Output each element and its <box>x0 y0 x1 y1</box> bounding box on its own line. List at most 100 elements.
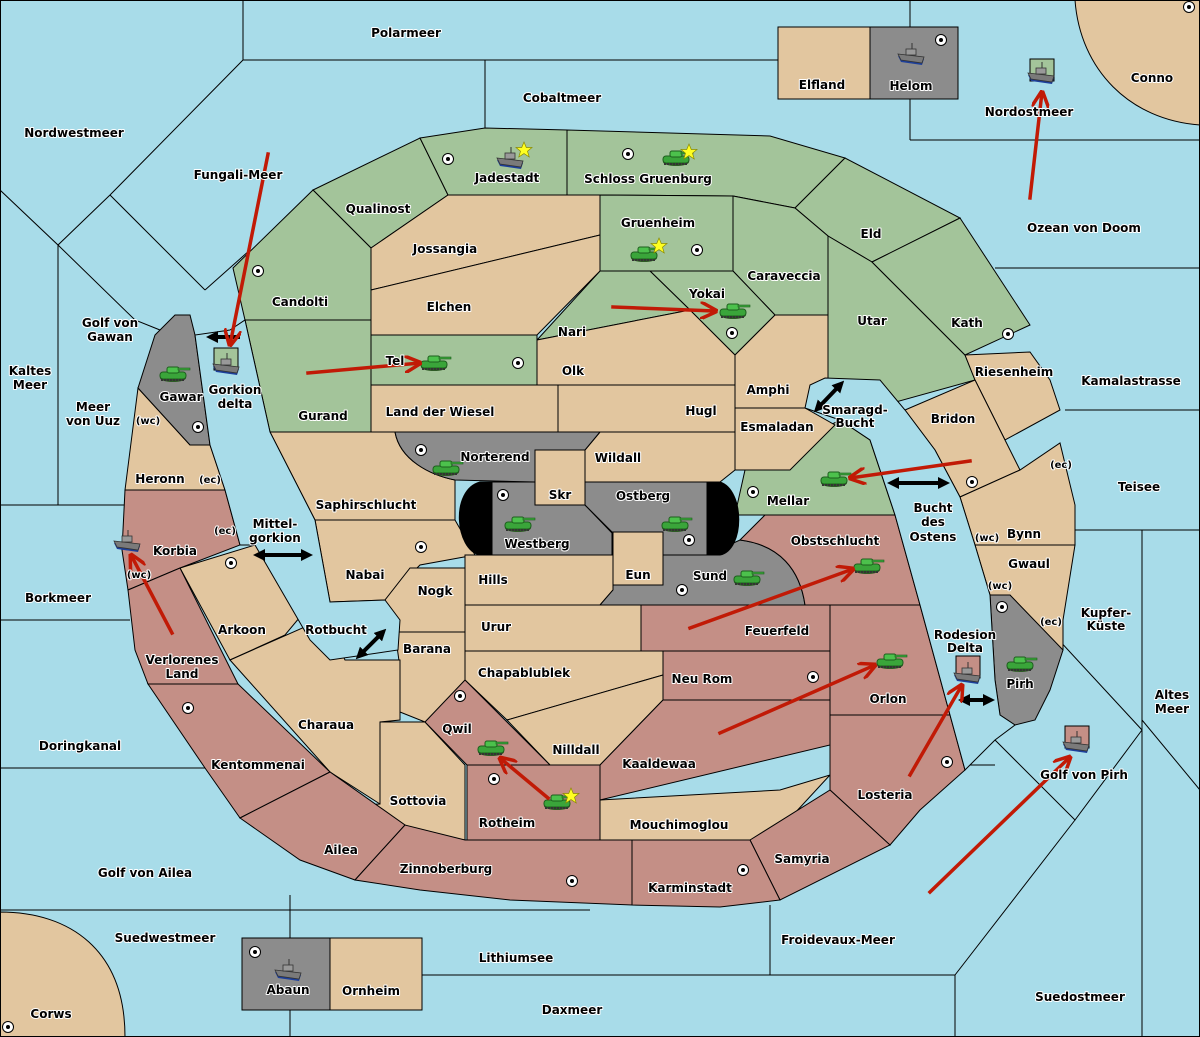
province-label: Charaua <box>298 718 354 732</box>
supply-center-icon <box>415 541 427 553</box>
sea-label: Cobaltmeer <box>523 91 601 105</box>
sea-label: Meer <box>76 400 110 414</box>
sea-label: Küste <box>1087 619 1126 633</box>
sea-label: Meer <box>13 378 47 392</box>
province-label: Bridon <box>931 412 976 426</box>
sea-label: Rotbucht <box>305 623 367 637</box>
province-gruenheim[interactable] <box>599 194 734 272</box>
order-arrow <box>687 569 853 631</box>
order-arrow <box>717 665 875 736</box>
sea-label: Bucht <box>913 501 952 515</box>
supply-center-icon <box>497 489 509 501</box>
sea-gorkion-channel[interactable] <box>194 319 401 661</box>
province-label: Wildall <box>595 451 641 465</box>
province-label: Bynn <box>1007 527 1041 541</box>
sea-label: Bucht <box>835 416 874 430</box>
sea-label: Teisee <box>1118 480 1160 494</box>
province-label: Skr <box>549 488 572 502</box>
order-arrow <box>306 363 420 375</box>
sea-labels: Polarmeer Cobaltmeer Nordwestmeer Fungal… <box>8 25 1190 1018</box>
province-label: Corws <box>30 1007 71 1021</box>
sea-label: Delta <box>947 641 983 655</box>
province-karminstadt[interactable] <box>631 839 781 908</box>
province-label: Riesenheim <box>975 365 1054 379</box>
sea-label: Smaragd- <box>822 403 887 417</box>
sea-label: Altes <box>1155 688 1189 702</box>
sea-label: des <box>921 515 945 529</box>
sea-label: gorkion <box>249 531 301 545</box>
supply-center-icon <box>454 690 466 702</box>
province-label: Utar <box>857 314 887 328</box>
land-labels: Elfland Helom Conno Jadestadt Schloss Gr… <box>29 70 1174 1022</box>
order-arrow <box>927 757 1070 895</box>
supply-center-icon <box>737 864 749 876</box>
order-arrows <box>131 92 1070 895</box>
province-label: Nabai <box>346 568 385 582</box>
province-label: Saphirschlucht <box>316 498 417 512</box>
province-label: Sottovia <box>390 794 447 808</box>
province-impassable-east <box>706 481 740 556</box>
province-label: Candolti <box>272 295 328 309</box>
coast-label: (wc) <box>988 581 1012 592</box>
order-arrow <box>611 307 716 311</box>
coast-label: (wc) <box>975 533 999 544</box>
sea-label: Mittel- <box>253 517 298 531</box>
province-label: Esmaladan <box>740 420 813 434</box>
province-elfland[interactable] <box>777 26 871 100</box>
sea-label: Rodesion <box>934 628 996 642</box>
supply-center-icon <box>747 486 759 498</box>
sea-label: Golf von <box>82 316 138 330</box>
supply-center-icon <box>249 946 261 958</box>
supply-center-icon <box>566 875 578 887</box>
supply-center-icon <box>941 756 953 768</box>
province-label: Hills <box>478 573 508 587</box>
province-ornheim[interactable] <box>329 937 423 1011</box>
order-arrow <box>230 151 271 345</box>
province-label: Norterend <box>460 450 529 464</box>
sea-label: Nordwestmeer <box>24 126 124 140</box>
province-label: Losteria <box>857 788 912 802</box>
sea-label: Kaltes <box>9 364 52 378</box>
province-label: Barana <box>403 642 451 656</box>
province-elchen[interactable] <box>370 234 601 336</box>
province-corws[interactable] <box>0 911 126 1037</box>
province-label: Karminstadt <box>648 881 732 895</box>
province-label: Verlorenes <box>146 653 219 667</box>
sea-label: Meer <box>1155 702 1189 716</box>
province-label: Land <box>166 667 199 681</box>
sea-label: Kamalastrasse <box>1081 374 1181 388</box>
supply-center-icon <box>966 476 978 488</box>
province-label: Conno <box>1131 71 1173 85</box>
supply-center-icon <box>488 773 500 785</box>
province-label: Chapablublek <box>478 666 571 680</box>
province-jossangia[interactable] <box>370 194 601 291</box>
supply-center-icon <box>182 702 194 714</box>
province-label: Mouchimoglou <box>630 818 729 832</box>
province-label: Nari <box>558 325 586 339</box>
order-arrow <box>131 555 175 636</box>
province-label: Obstschlucht <box>791 534 880 548</box>
supply-center-icon <box>726 327 738 339</box>
sea-label: Suedostmeer <box>1035 990 1125 1004</box>
coast-label: (wc) <box>127 570 151 581</box>
order-arrow <box>500 758 551 801</box>
province-label: Ailea <box>324 843 358 857</box>
province-kath[interactable] <box>871 217 1031 356</box>
sea-label: Daxmeer <box>542 1003 603 1017</box>
sea-label: delta <box>218 397 253 411</box>
coast-label: (ec) <box>1040 617 1062 628</box>
province-label: Amphi <box>746 383 789 397</box>
sea-label: Borkmeer <box>25 591 91 605</box>
province-label: Sund <box>693 569 727 583</box>
province-rotheim[interactable] <box>466 764 601 841</box>
province-conno[interactable] <box>1074 0 1200 126</box>
province-label: Gurand <box>298 409 348 423</box>
province-qwil[interactable] <box>424 679 552 766</box>
province-label: Kaaldewaa <box>622 757 696 771</box>
supply-center-icon <box>691 244 703 256</box>
province-label: Gwaul <box>1008 557 1050 571</box>
province-label: Gawar <box>159 390 202 404</box>
province-label: Tel <box>386 354 405 368</box>
